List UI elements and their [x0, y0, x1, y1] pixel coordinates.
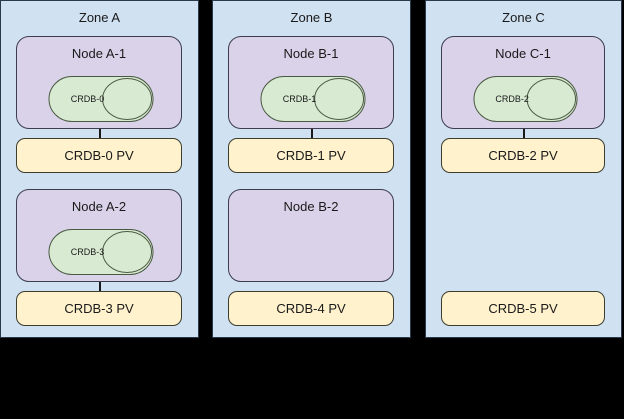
zone-title: Zone A [78, 10, 121, 25]
pv-crdb-4-pv[interactable]: CRDB-4 PV [228, 291, 394, 326]
pv-connector-line [523, 129, 525, 138]
node-title: Node B-2 [283, 199, 339, 214]
database-cylinder-crdb-2[interactable]: CRDB-2 [473, 76, 578, 122]
pv-label: CRDB-4 PV [276, 300, 346, 316]
zone-title: Zone B [290, 10, 333, 25]
pv-crdb-5-pv[interactable]: CRDB-5 PV [441, 291, 605, 326]
pv-crdb-0-pv[interactable]: CRDB-0 PV [16, 138, 182, 173]
cylinder-shape [48, 229, 154, 275]
pv-crdb-3-pv[interactable]: CRDB-3 PV [16, 291, 182, 326]
cylinder-shape [473, 76, 578, 122]
database-cylinder-crdb-3[interactable]: CRDB-3 [48, 229, 154, 275]
pv-label: CRDB-1 PV [276, 147, 346, 163]
pv-label: CRDB-5 PV [488, 300, 558, 316]
database-cylinder-crdb-1[interactable]: CRDB-1 [260, 76, 366, 122]
pv-connector-line [311, 129, 313, 138]
pv-connector-line [99, 282, 101, 291]
pv-crdb-1-pv[interactable]: CRDB-1 PV [228, 138, 394, 173]
node-node-b-2[interactable]: Node B-2 [228, 189, 394, 282]
node-title: Node B-1 [283, 46, 339, 61]
node-title: Node A-2 [71, 199, 127, 214]
database-cylinder-crdb-0[interactable]: CRDB-0 [48, 76, 154, 122]
node-title: Node A-1 [71, 46, 127, 61]
pv-crdb-2-pv[interactable]: CRDB-2 PV [441, 138, 605, 173]
pv-connector-line [99, 129, 101, 138]
node-title: Node C-1 [495, 46, 551, 61]
pv-label: CRDB-3 PV [64, 300, 134, 316]
pv-label: CRDB-0 PV [64, 147, 134, 163]
cylinder-shape [260, 76, 366, 122]
pv-label: CRDB-2 PV [488, 147, 558, 163]
cylinder-shape [48, 76, 154, 122]
zone-title: Zone C [502, 10, 545, 25]
